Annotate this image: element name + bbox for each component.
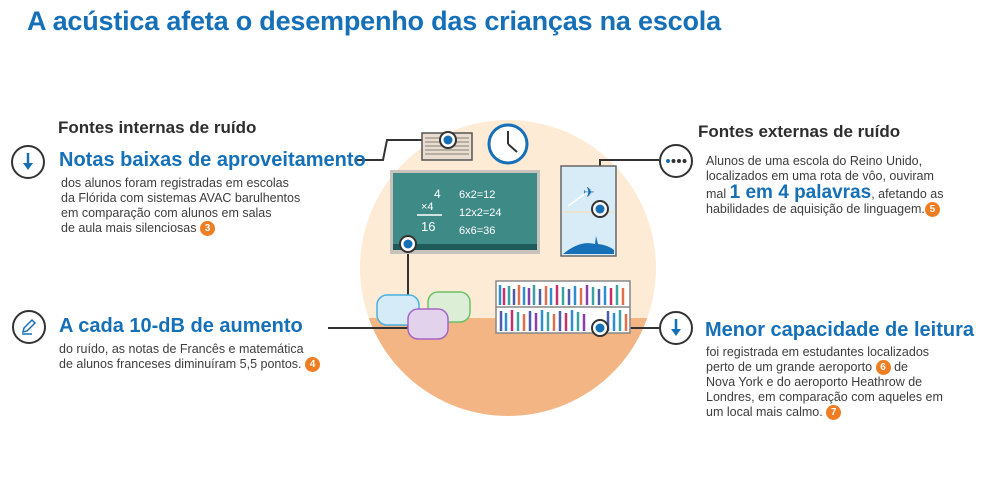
reading-capacity-text: foi registrada em estudantes localizados… bbox=[706, 345, 943, 421]
reference-badge: 7 bbox=[826, 405, 842, 421]
internal-sources-heading: Fontes internas de ruído bbox=[58, 118, 257, 137]
svg-text:12x2=24: 12x2=24 bbox=[459, 207, 502, 219]
reading-capacity-title: Menor capacidade de leitura bbox=[705, 319, 974, 341]
arrow-down-icon bbox=[11, 145, 45, 179]
flight-route-text: Alunos de uma escola do Reino Unido, loc… bbox=[706, 154, 944, 218]
clock-icon bbox=[487, 123, 529, 165]
svg-text:16: 16 bbox=[421, 219, 435, 234]
arrow-down-icon bbox=[659, 311, 693, 345]
svg-text:6x2=12: 6x2=12 bbox=[459, 189, 495, 201]
low-performance-text: dos alunos foram registradas em escolas … bbox=[61, 176, 301, 237]
page-title: A acústica afeta o desempenho das crianç… bbox=[27, 6, 721, 36]
svg-text:4: 4 bbox=[434, 187, 441, 201]
window-airplane: ✈ bbox=[560, 165, 617, 257]
beanbags bbox=[376, 291, 471, 340]
chalkboard: 4 ×4 16 6x2=12 12x2=24 6x6=36 bbox=[390, 170, 540, 254]
svg-text:6x6=36: 6x6=36 bbox=[459, 225, 495, 237]
low-performance-title: Notas baixas de aproveitamento bbox=[59, 149, 366, 171]
reference-badge: 6 bbox=[875, 360, 891, 376]
dots-icon bbox=[659, 144, 693, 178]
reference-badge: 3 bbox=[199, 221, 215, 237]
reference-badge: 5 bbox=[924, 202, 940, 218]
svg-text:×4: ×4 bbox=[421, 201, 434, 213]
reference-badge: 4 bbox=[304, 357, 320, 373]
bookshelf bbox=[495, 280, 631, 334]
external-sources-heading: Fontes externas de ruído bbox=[698, 122, 901, 141]
noise-increase-title: A cada 10-dB de aumento bbox=[59, 315, 303, 337]
pencil-icon bbox=[12, 310, 46, 344]
highlight-stat: 1 em 4 palavras bbox=[729, 182, 872, 203]
noise-increase-text: do ruído, as notas de Francês e matemáti… bbox=[59, 342, 320, 373]
airplane-icon: ✈ bbox=[583, 184, 595, 200]
